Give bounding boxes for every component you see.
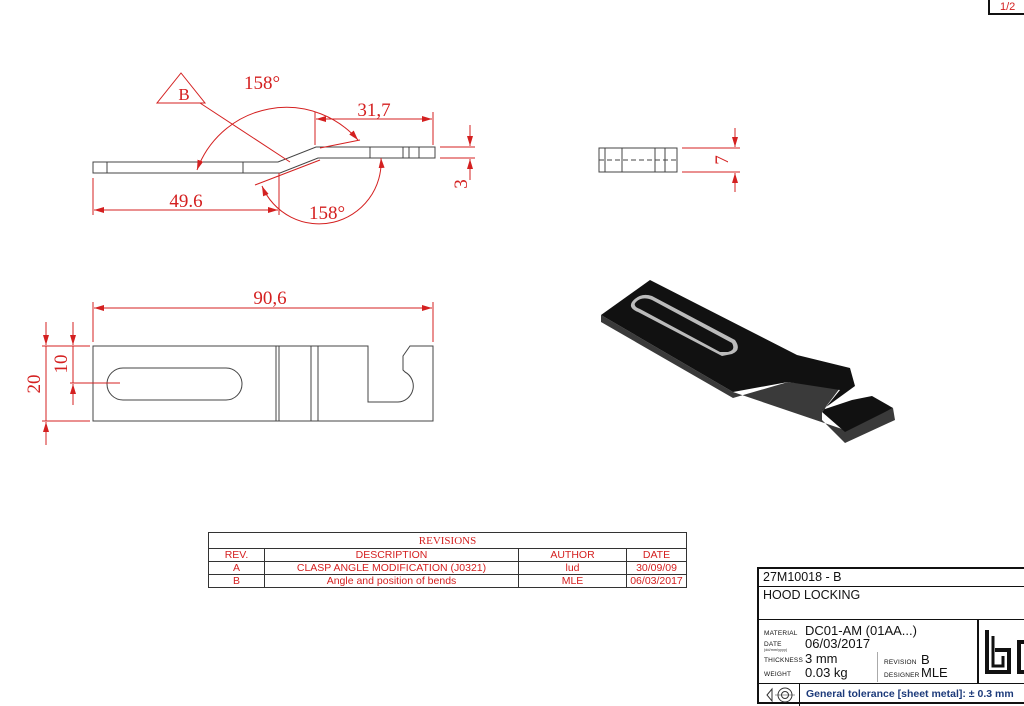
revision-value: B: [921, 652, 930, 667]
rev-cell: B: [208, 574, 265, 588]
isometric-view: [601, 280, 895, 443]
table-row: B Angle and position of bends MLE 06/03/…: [208, 574, 687, 588]
revisions-table: REVISIONS REV. DESCRIPTION AUTHOR DATE A…: [208, 532, 687, 588]
date-value: 06/03/2017: [805, 636, 871, 651]
designer-value: MLE: [921, 665, 948, 680]
part-title: HOOD LOCKING: [759, 586, 1024, 620]
header-author: AUTHOR: [518, 548, 627, 562]
revision-marker: B: [178, 85, 189, 104]
rev-cell: A: [208, 561, 265, 575]
date-format: (dd/mm/yyyy): [764, 648, 788, 652]
top-view-outline: [92, 345, 434, 422]
date-cell: 06/03/2017: [626, 574, 687, 588]
header-date: DATE: [626, 548, 687, 562]
material-label: MATERIAL: [764, 630, 798, 637]
dimension-lines: [92, 72, 475, 225]
general-tolerance: General tolerance [sheet metal]: ± 0.3 m…: [799, 684, 1014, 706]
thickness-value: 3 mm: [805, 651, 838, 666]
side-view-part-outline: [92, 146, 436, 174]
date-label: DATE: [764, 641, 782, 648]
weight-value: 0.03 kg: [805, 665, 848, 680]
dim-31-7: 31,7: [357, 100, 390, 121]
header-description: DESCRIPTION: [264, 548, 519, 562]
page-number: 1/2: [988, 0, 1024, 15]
front-view: 7: [598, 128, 740, 192]
dim-angle-bottom: 158°: [309, 203, 345, 224]
description-cell: CLASP ANGLE MODIFICATION (J0321): [264, 561, 519, 575]
tolerance-row: General tolerance [sheet metal]: ± 0.3 m…: [759, 684, 1024, 706]
company-logo: [977, 620, 1024, 683]
dim-thickness: 3: [451, 179, 472, 189]
title-block: 27M10018 - B HOOD LOCKING MATERIAL DC01-…: [757, 567, 1024, 706]
dim-49-6: 49.6: [169, 191, 202, 212]
dim-slot-offset: 10: [51, 355, 72, 374]
thickness-label: THICKNESS: [764, 657, 804, 664]
weight-label: WEIGHT: [764, 671, 792, 678]
revisions-header-row: REV. DESCRIPTION AUTHOR DATE: [208, 548, 687, 562]
dim-overall-width: 20: [24, 375, 45, 394]
part-details: MATERIAL DC01-AM (01AA...) DATE (dd/mm/y…: [759, 620, 1024, 684]
first-angle-projection-icon: [766, 687, 795, 703]
bend-lines: [106, 147, 420, 173]
header-rev: REV.: [208, 548, 265, 562]
revision-label: REVISION: [884, 659, 917, 666]
dim-angle-top: 158°: [244, 73, 280, 94]
table-row: A CLASP ANGLE MODIFICATION (J0321) lud 3…: [208, 561, 687, 575]
part-3d-side: [601, 315, 895, 443]
top-view: 90,6 20 10: [24, 288, 434, 445]
author-cell: lud: [518, 561, 627, 575]
dim-overall-length: 90,6: [253, 288, 286, 309]
part-number: 27M10018 - B: [759, 569, 1024, 587]
revisions-title: REVISIONS: [208, 532, 687, 549]
date-cell: 30/09/09: [626, 561, 687, 575]
designer-label: DESIGNER: [884, 672, 920, 679]
author-cell: MLE: [518, 574, 627, 588]
material-value: DC01-AM (01AA...): [805, 623, 917, 638]
side-view: 49.6 31,7 3 158° 158° B: [92, 72, 475, 225]
dim-front-width: 7: [712, 155, 733, 165]
description-cell: Angle and position of bends: [264, 574, 519, 588]
slot: [106, 367, 243, 401]
